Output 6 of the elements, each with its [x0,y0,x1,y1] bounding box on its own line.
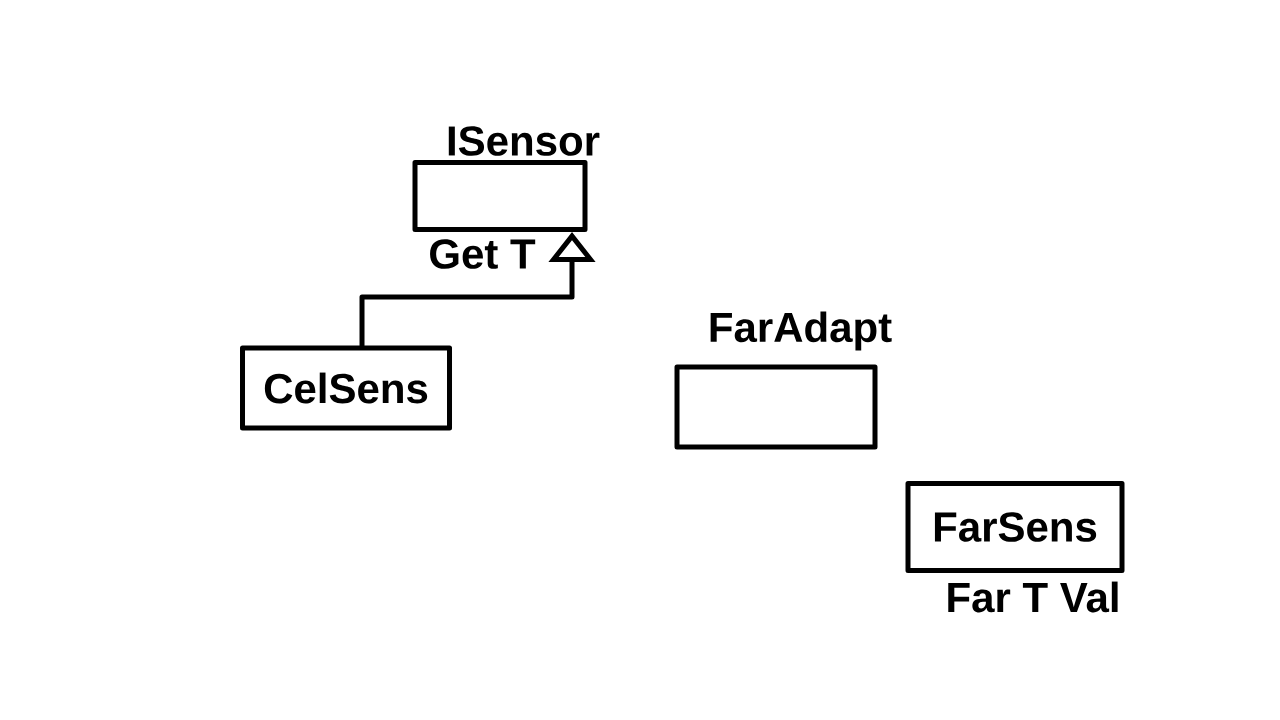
class-name: ISensor [448,126,600,156]
method-name: Get T [430,239,536,269]
class-box: FarSens [905,481,1125,573]
class-name: FarAdapt [710,311,892,351]
class-box: CelSens [240,345,452,431]
method-name: Far T Val [948,581,1118,613]
